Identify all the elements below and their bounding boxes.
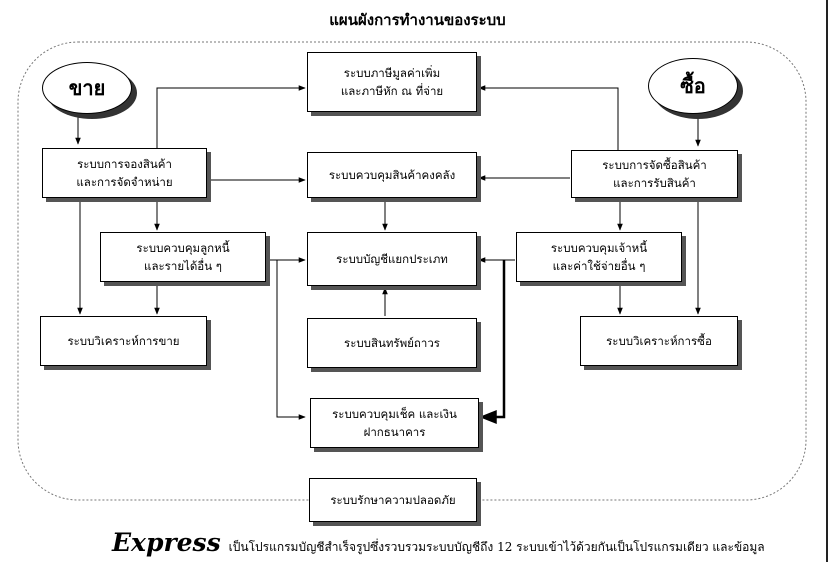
diagram-title: แผนผังการทำงานของระบบ	[329, 11, 506, 29]
sell-label: ขาย	[68, 76, 106, 100]
fixed-assets-system-box: ระบบสินทรัพย์ถาวร	[307, 318, 477, 368]
arrow-payables-to-cheque	[479, 260, 506, 424]
arrow-purchasing-to-vat	[478, 85, 619, 150]
page-edge-line	[826, 0, 828, 562]
receivables-system-box: ระบบควบคุมลูกหนี้ และรายได้อื่น ๆ	[100, 232, 266, 282]
vat-system-box: ระบบภาษีมูลค่าเพิ่ม และภาษีหัก ณ ที่จ่าย	[307, 52, 477, 112]
sales-analysis-system-box: ระบบวิเคราะห์การขาย	[40, 316, 207, 366]
buy-oval: ซื้อ	[648, 58, 738, 114]
express-brand: Express	[112, 528, 221, 557]
buy-label: ซื้อ	[680, 74, 706, 98]
footer-description: Express เป็นโปรแกรมบัญชีสำเร็จรูปซึ่งรวบร…	[112, 528, 765, 557]
payables-system-box: ระบบควบคุมเจ้าหนี้ และค่าใช้จ่ายอื่น ๆ	[516, 232, 682, 282]
sales-order-system-box: ระบบการจองสินค้า และการจัดจำหน่าย	[42, 148, 207, 198]
inventory-system-box: ระบบควบคุมสินค้าคงคลัง	[307, 152, 477, 198]
general-ledger-system-box: ระบบบัญชีแยกประเภท	[307, 232, 477, 286]
sell-oval: ขาย	[42, 62, 132, 114]
arrow-sales-order-to-vat	[156, 85, 306, 150]
security-system-box: ระบบรักษาความปลอดภัย	[309, 478, 477, 522]
cheque-bank-system-box: ระบบควบคุมเช็ค และเงิน ฝากธนาคาร	[310, 398, 479, 448]
purchase-analysis-system-box: ระบบวิเคราะห์การซื้อ	[580, 316, 738, 366]
footer-text: เป็นโปรแกรมบัญชีสำเร็จรูปซึ่งรวบรวมระบบบ…	[228, 540, 765, 554]
purchasing-system-box: ระบบการจัดซื้อสินค้า และการรับสินค้า	[571, 150, 738, 198]
arrow-receivables-to-cheque	[276, 260, 306, 420]
